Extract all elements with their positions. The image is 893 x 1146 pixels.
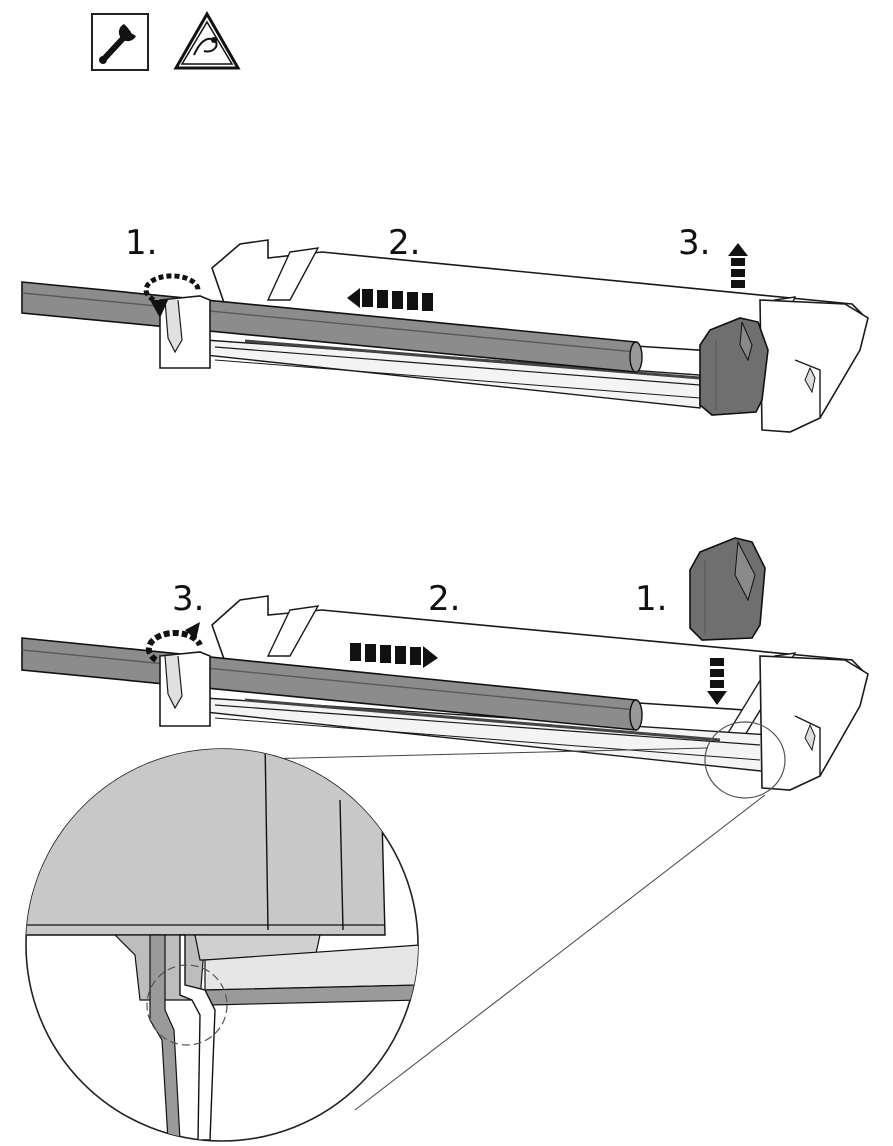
bottom-step-1-label: 1.	[635, 579, 667, 619]
top-assembly: 1. 2. 3.	[22, 223, 868, 432]
detail-magnification	[20, 740, 765, 1141]
pinch-warning-icon	[176, 14, 238, 68]
bottom-step-2-label: 2.	[428, 579, 460, 619]
top-step-1-label: 1.	[125, 223, 157, 263]
lift-up-arrow	[728, 243, 748, 288]
loose-end-cap	[690, 538, 765, 640]
bottom-assembly: 3. 2. 1.	[22, 538, 868, 798]
end-cap	[700, 318, 768, 415]
bottom-step-3-label: 3.	[172, 579, 204, 619]
top-step-3-label: 3.	[678, 223, 710, 263]
top-step-2-label: 2.	[388, 223, 420, 263]
wrench-icon	[92, 14, 148, 70]
